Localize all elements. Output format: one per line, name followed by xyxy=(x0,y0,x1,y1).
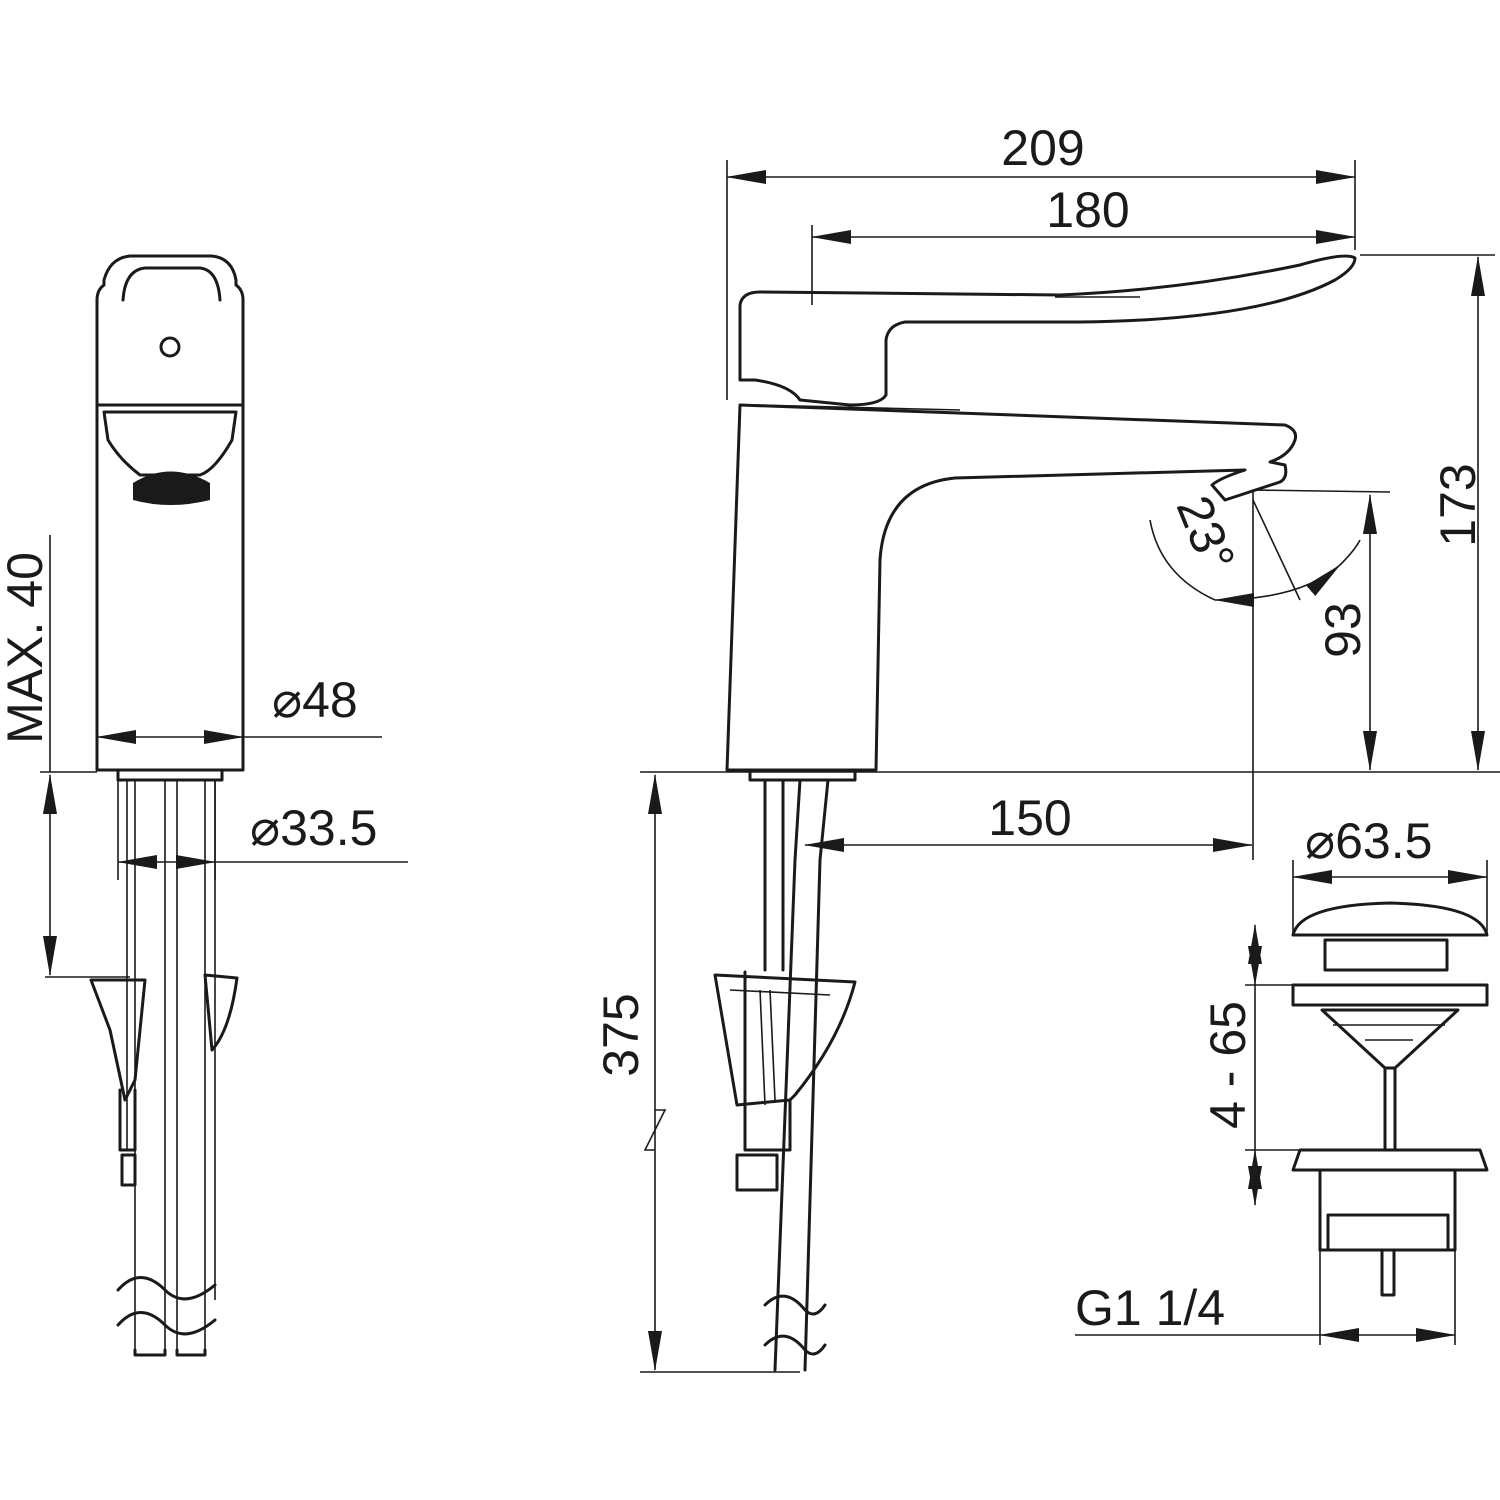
front-view xyxy=(89,254,245,1357)
aerator xyxy=(133,471,210,505)
dim-waste-diameter: ⌀63.5 xyxy=(1305,813,1432,869)
dim-max-deck-thickness: MAX. 40 xyxy=(0,552,53,744)
front-body xyxy=(95,403,245,772)
pop-up-waste xyxy=(1291,901,1489,1297)
dim-spout-height: 93 xyxy=(1315,602,1371,658)
dimensions xyxy=(40,160,1500,1373)
dim-body-diameter: ⌀48 xyxy=(272,672,358,728)
dim-waste-thread: G1 1/4 xyxy=(1075,1280,1225,1336)
lever-handle xyxy=(738,254,1357,407)
dim-hose-length: 375 xyxy=(593,993,649,1076)
dim-total-height: 173 xyxy=(1430,463,1486,546)
side-mounting-nut xyxy=(713,970,857,1152)
dim-lever-length: 180 xyxy=(1046,182,1129,238)
front-handle xyxy=(95,254,245,407)
front-indicator-dot xyxy=(159,336,181,358)
dim-shank-diameter: ⌀33.5 xyxy=(250,800,377,856)
dim-spout-reach: 150 xyxy=(988,790,1071,846)
dim-waste-range: 4 - 65 xyxy=(1200,1001,1256,1129)
dim-spout-angle: 23° xyxy=(1166,488,1246,579)
side-view xyxy=(713,254,1357,1372)
spout-body xyxy=(725,403,1297,772)
dim-overall-length: 209 xyxy=(1001,120,1084,176)
